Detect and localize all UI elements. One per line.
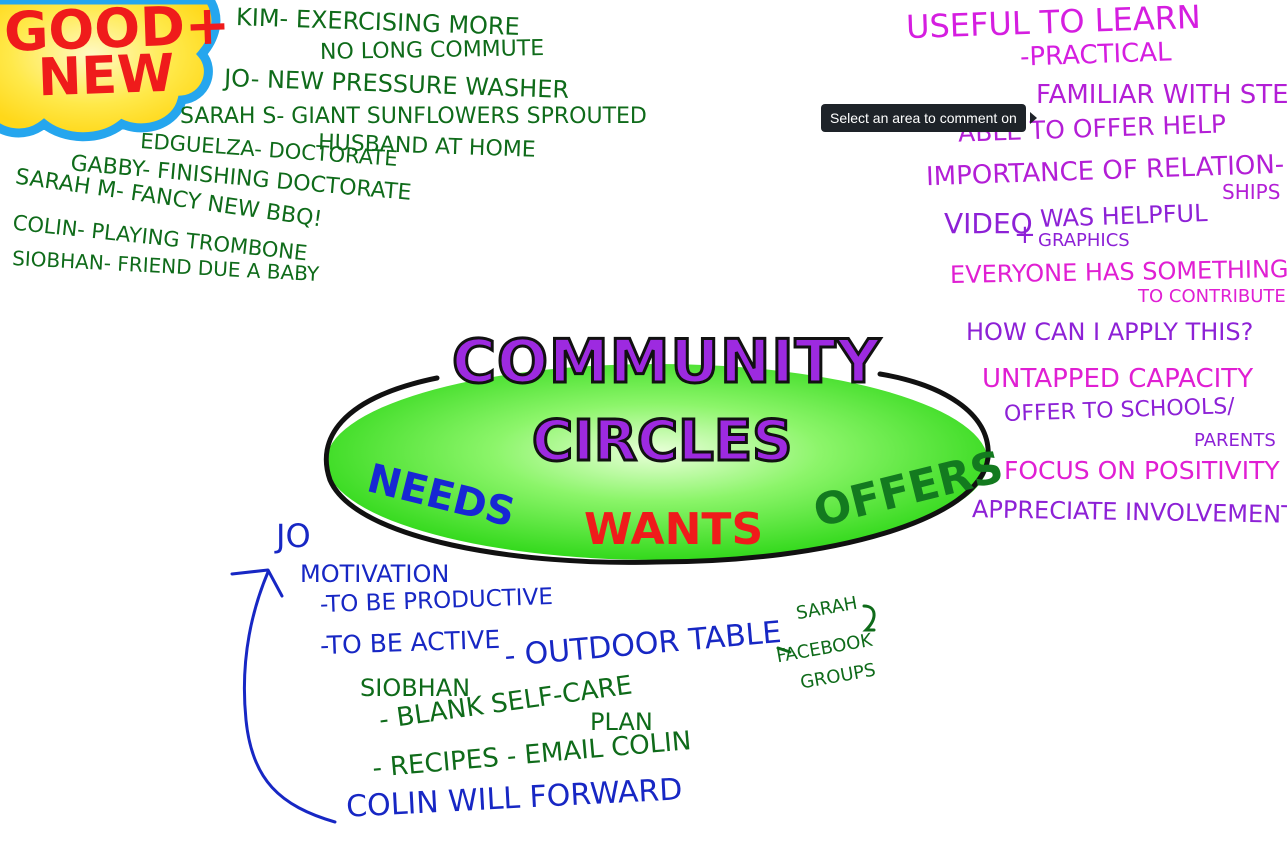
learning-item: FOCUS ON POSITIVITY bbox=[1004, 456, 1280, 485]
wants-label: WANTS bbox=[584, 504, 764, 555]
needs-note: JO bbox=[276, 517, 311, 555]
oval-outline bbox=[323, 371, 991, 565]
learning-item: FAMILIAR WITH STEPS bbox=[1036, 80, 1287, 110]
learning-item: APPRECIATE INVOLVEMENT bbox=[971, 495, 1287, 529]
learning-item: WAS HELPFUL bbox=[1039, 199, 1208, 233]
needs-note: MOTIVATION bbox=[300, 560, 450, 588]
learning-item: EVERYONE HAS SOMETHING bbox=[949, 255, 1287, 289]
good-new-cloud bbox=[0, 0, 221, 142]
community-title: COMMUNITY bbox=[450, 327, 882, 397]
needs-arrow bbox=[242, 570, 337, 824]
learning-item: VIDEO bbox=[944, 207, 1033, 240]
learning-item: UNTAPPED CAPACITY bbox=[982, 364, 1254, 394]
good-new-title-line2: NEW bbox=[36, 43, 176, 109]
learning-item: HOW CAN I APPLY THIS? bbox=[966, 318, 1254, 346]
needs-note: SIOBHAN bbox=[360, 674, 471, 702]
circles-title: CIRCLES bbox=[530, 409, 793, 474]
learning-item: SHIPS bbox=[1222, 180, 1281, 204]
good-new-item: NO LONG COMMUTE bbox=[319, 36, 545, 65]
good-new-item: SARAH S- GIANT SUNFLOWERS SPROUTED bbox=[180, 104, 647, 129]
learning-item: USEFUL TO LEARN bbox=[905, 0, 1202, 47]
learning-item: -PRACTICAL bbox=[1019, 37, 1173, 73]
tooltip-arrow-icon bbox=[1030, 112, 1037, 124]
learning-item: + bbox=[1014, 220, 1036, 250]
needs-note: PLAN bbox=[590, 708, 653, 736]
needs-note: -TO BE ACTIVE bbox=[319, 624, 501, 661]
learning-item: PARENTS bbox=[1194, 430, 1276, 451]
comment-tooltip: Select an area to comment on bbox=[821, 104, 1026, 132]
learning-item: TO CONTRIBUTE bbox=[1138, 286, 1286, 307]
learning-item: GRAPHICS bbox=[1038, 230, 1130, 251]
community-oval bbox=[326, 364, 988, 560]
